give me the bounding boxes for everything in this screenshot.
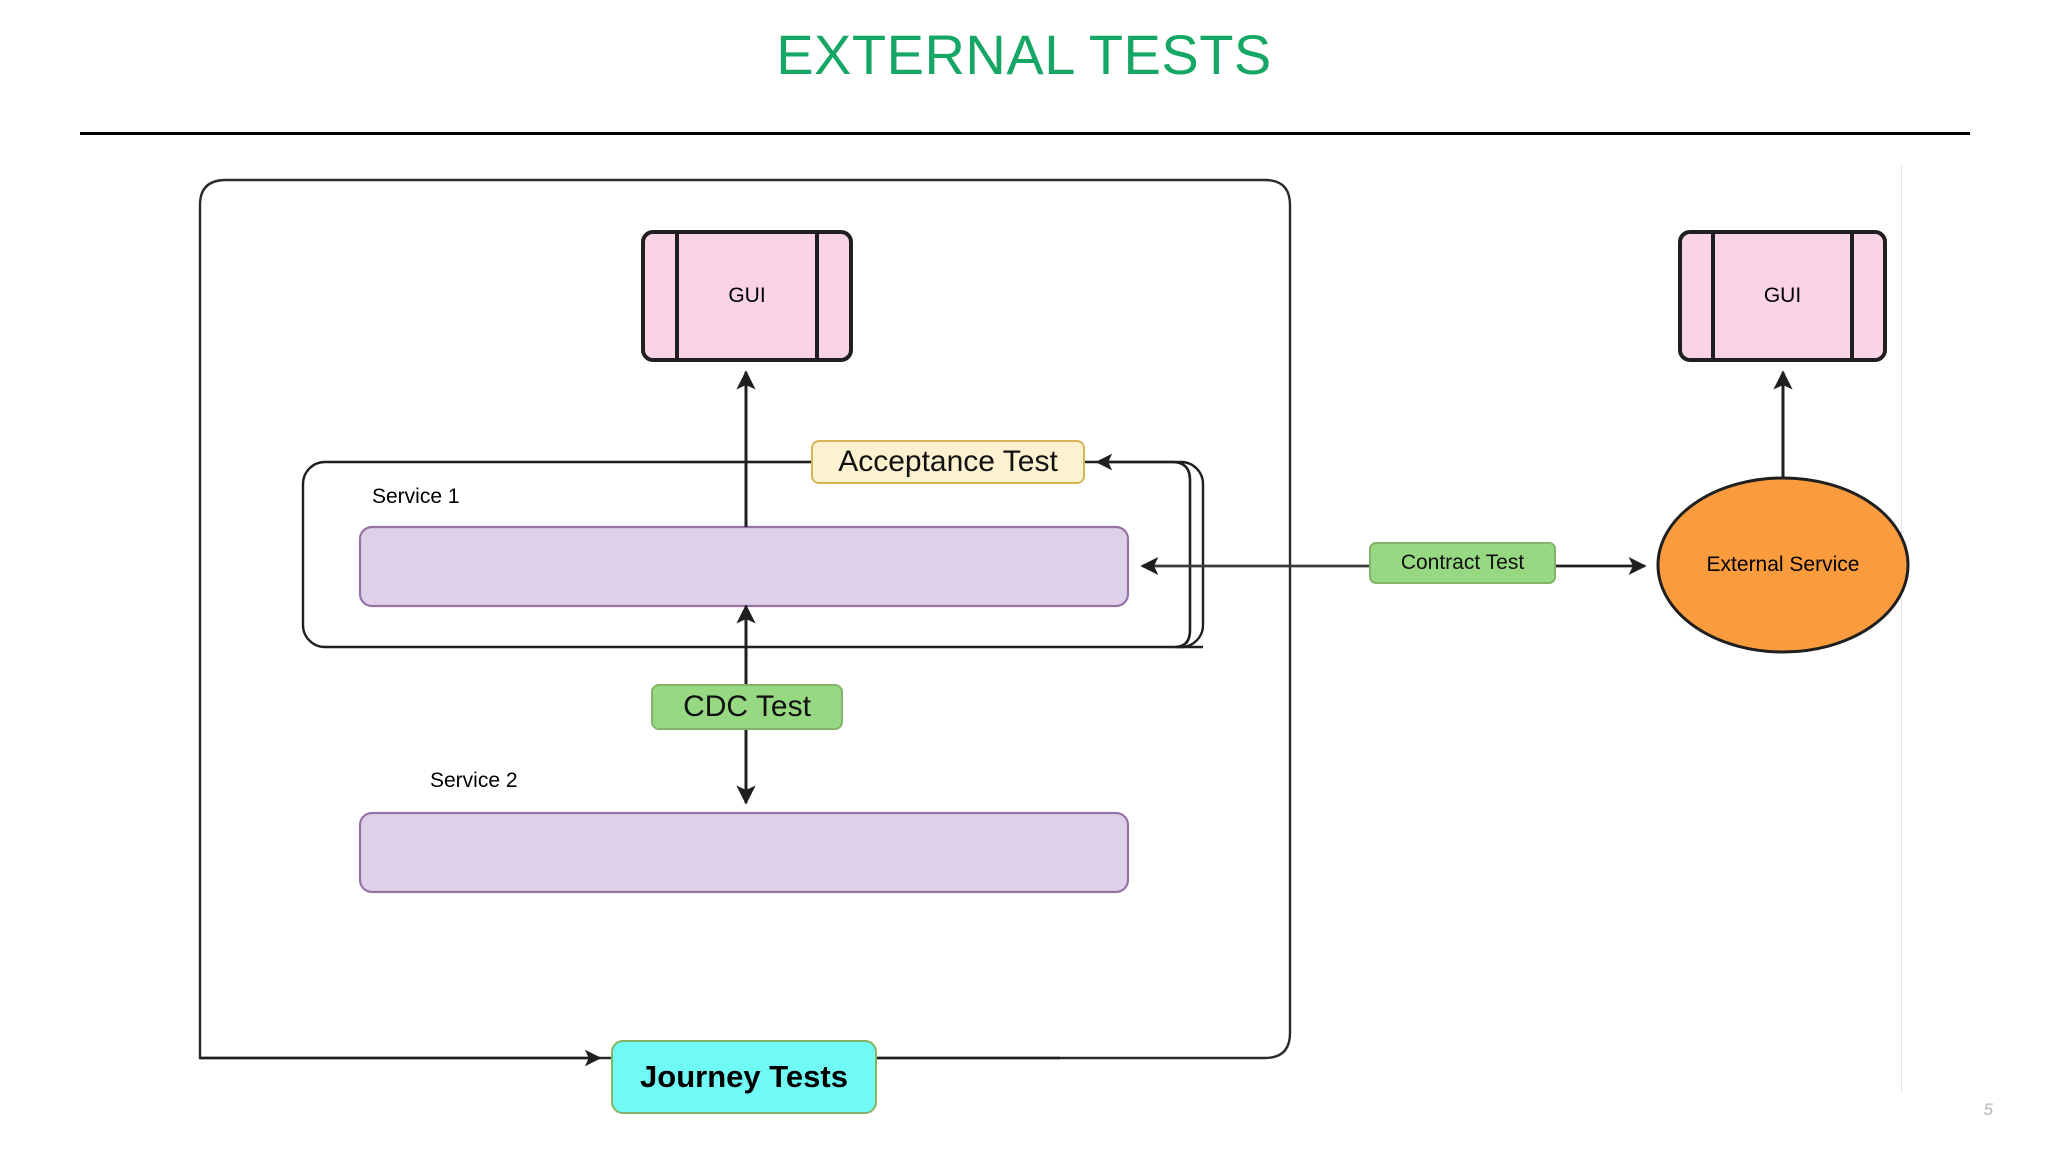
page-title: EXTERNAL TESTS: [776, 23, 1272, 86]
contract-test-label[interactable]: Contract Test: [1400, 551, 1525, 574]
gui-internal-shape: [641, 230, 853, 362]
acceptance-test-chip-shape[interactable]: [811, 440, 1085, 484]
system-boundary-shape: [198, 178, 1292, 1060]
edge-acceptance-loop-lower: [1168, 630, 1190, 1033]
journey-tests-chip-shape[interactable]: [611, 1040, 877, 1114]
service-2-title: Service 2: [430, 769, 518, 792]
service-1-bar-shape: [358, 525, 1130, 608]
slide-guide-line: [1901, 165, 1902, 1093]
journey-tests-label[interactable]: Journey Tests: [640, 1059, 848, 1094]
service-2-bar-shape: [358, 811, 1130, 894]
gui-external-shape: [1678, 230, 1887, 362]
title-divider: [80, 132, 1970, 135]
edge-acceptance-loop: [1095, 453, 1203, 649]
cdc-test-chip-shape[interactable]: [651, 684, 843, 730]
acceptance-test-label[interactable]: Acceptance Test: [838, 445, 1058, 478]
service-1-title: Service 1: [372, 485, 460, 508]
contract-test-chip-shape[interactable]: [1369, 542, 1556, 584]
page-number: 5: [1983, 1100, 1993, 1119]
cdc-test-label[interactable]: CDC Test: [683, 690, 811, 723]
external-service-shape: [1656, 476, 1910, 654]
